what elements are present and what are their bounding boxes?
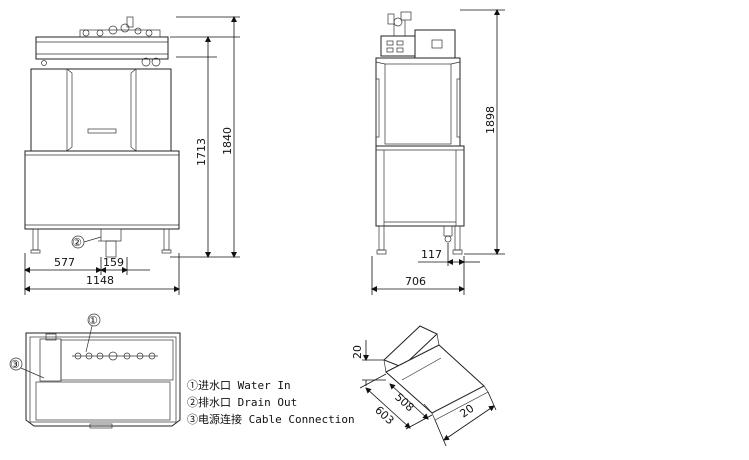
front-view: ② 1713 1840 577 159 1148 — [24, 16, 240, 295]
front-height-1840: 1840 — [221, 127, 234, 155]
door-handle — [87, 128, 117, 134]
drain-box — [100, 228, 122, 242]
front-width-1148: 1148 — [86, 274, 114, 287]
front-width-577: 577 — [54, 256, 75, 269]
side-height-1898: 1898 — [484, 106, 497, 134]
motor-box — [414, 29, 456, 59]
marker-1-circle — [87, 313, 101, 327]
leg — [163, 228, 170, 251]
drain-outlet — [443, 225, 453, 237]
legend-water-in: ①进水口 Water In — [187, 379, 291, 392]
top-outline — [25, 332, 181, 427]
front-hood — [35, 36, 169, 60]
leg — [32, 228, 39, 251]
side-drain-117: 117 — [421, 248, 442, 261]
leg — [378, 225, 385, 251]
top-marker-3: ③ — [10, 358, 20, 371]
side-width-706: 706 — [405, 275, 426, 288]
table-dim-20-top: 20 — [351, 345, 364, 359]
front-lower-body — [24, 150, 180, 230]
top-pipe-row — [72, 351, 158, 361]
leg — [454, 225, 461, 251]
front-upper-body — [30, 68, 172, 152]
front-top-valves — [41, 16, 161, 67]
legend-cable-connection: ③电源连接 Cable Connection — [187, 413, 355, 426]
marker-3-circle — [9, 357, 23, 371]
side-lower-body — [375, 145, 465, 227]
top-marker-1: ① — [88, 314, 98, 327]
dim-line-508 — [389, 383, 429, 420]
front-width-159: 159 — [103, 256, 124, 269]
legend-drain-out: ②排水口 Drain Out — [187, 396, 298, 409]
dim-line-603 — [365, 387, 411, 429]
legend: ①进水口 Water In ②排水口 Drain Out ③电源连接 Cable… — [187, 377, 377, 428]
top-view: ① ③ — [9, 313, 181, 429]
side-upper-body — [375, 57, 461, 147]
front-height-1713: 1713 — [195, 138, 208, 166]
front-marker-2: ② — [72, 236, 82, 249]
table-dim-20-bottom: 20 — [458, 402, 477, 421]
side-view: 1898 117 706 — [371, 9, 505, 295]
dim-line-20-bottom — [443, 405, 495, 441]
control-box — [380, 35, 416, 57]
